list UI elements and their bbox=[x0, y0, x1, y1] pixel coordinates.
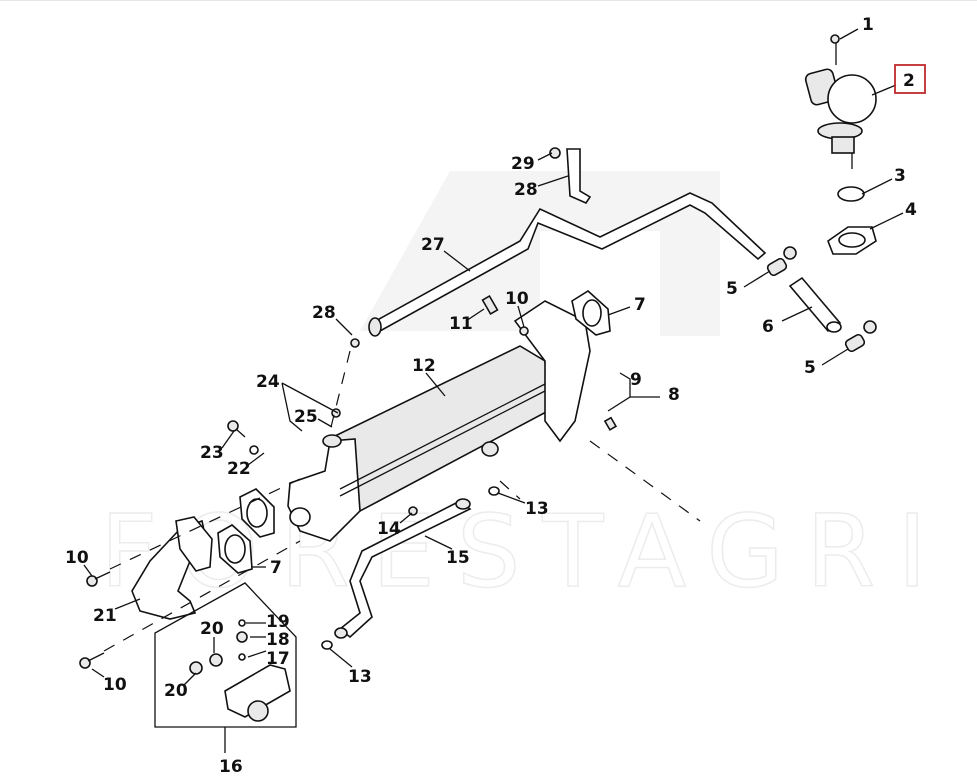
callout-20[interactable]: 20 bbox=[164, 681, 188, 701]
egr-valve-part bbox=[804, 34, 877, 169]
callout-7[interactable]: 7 bbox=[270, 558, 282, 578]
callout-21[interactable]: 21 bbox=[93, 606, 117, 626]
callout-19[interactable]: 19 bbox=[266, 612, 290, 632]
callout-5[interactable]: 5 bbox=[726, 279, 738, 299]
callout-6[interactable]: 6 bbox=[762, 317, 774, 337]
dashed-alignment-lines bbox=[103, 350, 701, 652]
kit-16-part bbox=[154, 582, 297, 753]
bolts bbox=[79, 294, 618, 669]
callout-15[interactable]: 15 bbox=[446, 548, 470, 568]
hose-part bbox=[766, 246, 877, 353]
callout-9[interactable]: 9 bbox=[630, 370, 642, 390]
gasket-part bbox=[217, 290, 611, 574]
callout-18[interactable]: 18 bbox=[266, 630, 290, 650]
callout-14[interactable]: 14 bbox=[377, 519, 401, 539]
callout-28[interactable]: 28 bbox=[514, 180, 538, 200]
callout-29[interactable]: 29 bbox=[511, 154, 535, 174]
callout-12[interactable]: 12 bbox=[412, 356, 436, 376]
callout-28[interactable]: 28 bbox=[312, 303, 336, 323]
highlight-box bbox=[894, 64, 926, 94]
callout-27[interactable]: 27 bbox=[421, 235, 445, 255]
callout-4[interactable]: 4 bbox=[905, 200, 917, 220]
callout-16[interactable]: 16 bbox=[219, 757, 243, 777]
egr-pipe-part bbox=[368, 147, 767, 337]
callout-13[interactable]: 13 bbox=[525, 499, 549, 519]
callout-10[interactable]: 10 bbox=[505, 289, 529, 309]
callout-2-highlighted[interactable]: 2 bbox=[903, 71, 915, 91]
elbow-pipe-part bbox=[131, 516, 213, 620]
callout-13[interactable]: 13 bbox=[348, 667, 372, 687]
leader-lines bbox=[83, 28, 904, 686]
callout-1[interactable]: 1 bbox=[862, 15, 874, 35]
callout-3[interactable]: 3 bbox=[894, 166, 906, 186]
callout-5[interactable]: 5 bbox=[804, 358, 816, 378]
callout-23[interactable]: 23 bbox=[200, 443, 224, 463]
callout-24[interactable]: 24 bbox=[256, 372, 280, 392]
callout-10[interactable]: 10 bbox=[103, 675, 127, 695]
gasket-part bbox=[827, 226, 877, 255]
callout-10[interactable]: 10 bbox=[65, 548, 89, 568]
coolant-pipe-part bbox=[321, 486, 500, 650]
o-ring-part bbox=[837, 186, 865, 202]
callout-20[interactable]: 20 bbox=[200, 619, 224, 639]
callout-labels: 1 2 3 4 5 6 5 7 8 9 10 11 12 13 14 15 16… bbox=[65, 15, 917, 777]
callout-25[interactable]: 25 bbox=[294, 407, 318, 427]
callout-7[interactable]: 7 bbox=[634, 295, 646, 315]
egr-cooler-part bbox=[287, 300, 591, 542]
callout-8[interactable]: 8 bbox=[668, 385, 680, 405]
callout-17[interactable]: 17 bbox=[266, 649, 290, 669]
callout-22[interactable]: 22 bbox=[227, 459, 251, 479]
callout-11[interactable]: 11 bbox=[449, 314, 473, 334]
